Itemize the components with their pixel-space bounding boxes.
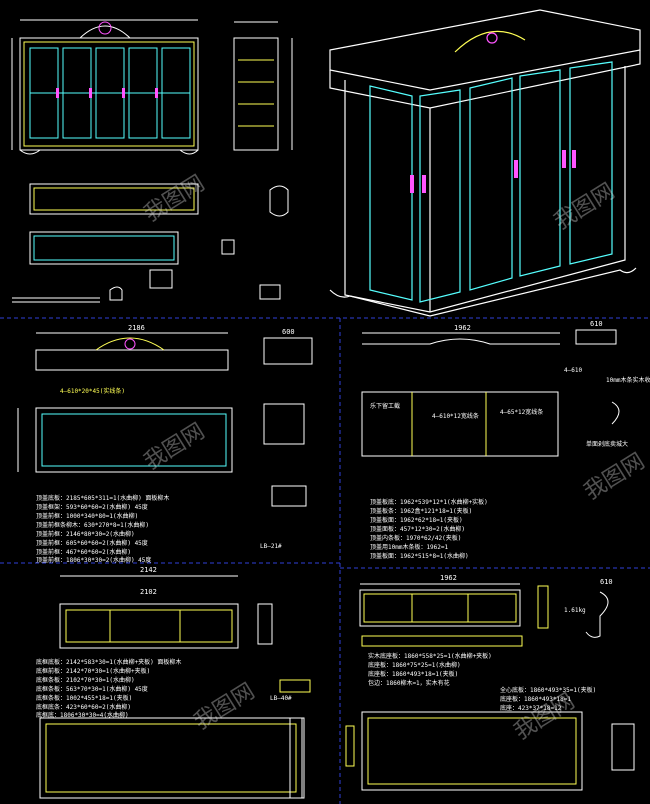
- base-frame-inner-dim: 2102: [140, 588, 157, 596]
- top-cap-profile-code: LB—21#: [260, 543, 282, 550]
- parts-list-line: 顶盖板面：1962*62*18=1(夹板): [370, 516, 463, 524]
- component-sketches: [12, 183, 289, 303]
- plinth-weight-note: 1.61kg: [564, 607, 586, 614]
- parts-list-line: 顶盖前框：2146*80*30=2(水曲柳): [36, 530, 135, 538]
- watermark-text: 我图网: [190, 679, 259, 735]
- parts-list-line: 顶盖框架：593*60*60=2(水曲柳) 45度: [36, 503, 148, 511]
- top-panel-strip-dim: 4—610: [564, 367, 582, 374]
- base-frame-width-dim: 2142: [140, 566, 157, 574]
- parts-list-line: 底框底板：2142*583*30=1(水曲柳+夹板) 面板柳木: [36, 658, 181, 666]
- parts-list-line: 底框底：1806*30*30=4(水曲柳): [36, 711, 129, 719]
- top-panel-drawing: [361, 329, 620, 457]
- top-panel-wood-note: 10mm木条实木收大: [606, 376, 650, 384]
- parts-list-line: 包边：1860柳木=1，实木有花: [368, 679, 450, 687]
- base-frame-drawing: [39, 575, 311, 799]
- parts-list-line: 顶盖前框：1000*340*80=1(水曲柳): [36, 512, 138, 520]
- parts-list-line: 全心底板：1860*493*35=1(夹板): [500, 686, 596, 694]
- parts-list-line: 底框前板：2142*70*30=1(水曲柳+夹板): [36, 667, 150, 675]
- top-panel-note: 4—610*12宽线条: [432, 412, 479, 420]
- base-frame-parts-list: 底框底板：2142*583*30=1(水曲柳+夹板) 面板柳木 底框前板：214…: [36, 658, 181, 719]
- parts-list-line: 底座板：1860*493*18=1(夹板): [368, 670, 458, 678]
- parts-list-line: 顶盖内条板：1970*62/42(夹板): [370, 534, 461, 542]
- parts-list-line: 底框条板：563*70*30=1(水曲柳) 45度: [36, 685, 148, 693]
- parts-list-line: 底座板：1860*493*18=1: [500, 695, 571, 703]
- top-panel-note: 4—65*12宽线条: [500, 408, 543, 416]
- top-panel-depth-dim: 610: [590, 320, 603, 328]
- wardrobe-front-elevation: [11, 19, 199, 155]
- plinth-width-dim: 1962: [440, 574, 457, 582]
- top-panel-width-dim: 1962: [454, 324, 471, 332]
- top-cap-profile-note: 4—610*20*45(实线条): [60, 387, 125, 395]
- parts-list-line: 顶盖底板：2185*605*311=1(水曲柳) 面板柳木: [36, 494, 169, 502]
- parts-list-line: 顶盖前框：1806*30*30=2(水曲柳) 45度: [36, 556, 151, 564]
- watermark-text: 我图网: [140, 171, 209, 227]
- watermark-text: 我图网: [140, 419, 209, 475]
- plinth-drawing: [345, 583, 635, 791]
- panel-dividers: [0, 317, 650, 804]
- parts-list-line: 底座板：1860*75*25=1(水曲柳): [368, 661, 461, 669]
- plinth-depth-dim: 610: [600, 578, 613, 586]
- top-cap-parts-list: 顶盖底板：2185*605*311=1(水曲柳) 面板柳木 顶盖框架：593*6…: [36, 494, 169, 564]
- parts-list-line: 顶盖板面：1962*515*8=1(水曲柳): [370, 552, 469, 560]
- base-frame-profile-code: LB—40#: [270, 695, 292, 702]
- parts-list-line: 底座：423*37*18=12: [500, 704, 562, 712]
- parts-list-line: 底框条板：2102*70*30=1(水曲柳): [36, 676, 135, 684]
- top-panel-note: 乐下留工截: [370, 402, 400, 410]
- parts-list-line: 底框条板：1002*455*18=1(夹板): [36, 694, 132, 702]
- top-cap-width-dim: 2186: [128, 324, 145, 332]
- parts-list-line: 顶盖前框条柳木：630*270*8=1(水曲柳): [36, 521, 149, 529]
- wardrobe-perspective-view: [329, 9, 641, 317]
- top-cap-depth-dim: 600: [282, 328, 295, 336]
- top-panel-note: 单面剁底卖城大: [586, 440, 628, 448]
- wardrobe-side-elevation: [233, 21, 293, 151]
- parts-list-line: 实木底座板：1860*558*25=1(水曲柳+夹板): [368, 652, 492, 660]
- parts-list-line: 底框底条：423*60*60=2(水曲柳): [36, 703, 131, 711]
- parts-list-line: 顶盖前框：605*60*60=2(水曲柳) 45度: [36, 539, 148, 547]
- top-panel-parts-list: 顶盖板底：1962*539*12*1(水曲柳+实板) 顶盖板条：1962盒*12…: [370, 498, 488, 560]
- plinth-parts-list: 实木底座板：1860*558*25=1(水曲柳+夹板) 底座板：1860*75*…: [368, 652, 596, 712]
- top-cap-drawing: [17, 332, 313, 507]
- parts-list-line: 顶盖用10mm木条板：1962=1: [370, 543, 449, 551]
- parts-list-line: 顶盖板底：1962*539*12*1(水曲柳+实板): [370, 498, 488, 506]
- parts-list-line: 顶盖前框：467*60*60=2(水曲柳): [36, 548, 131, 556]
- parts-list-line: 顶盖板条：1962盒*121*18=1(夹板): [370, 507, 472, 515]
- watermark-text: 我图网: [580, 449, 649, 505]
- parts-list-line: 顶盖面板：457*12*30=2(水曲柳): [370, 525, 465, 533]
